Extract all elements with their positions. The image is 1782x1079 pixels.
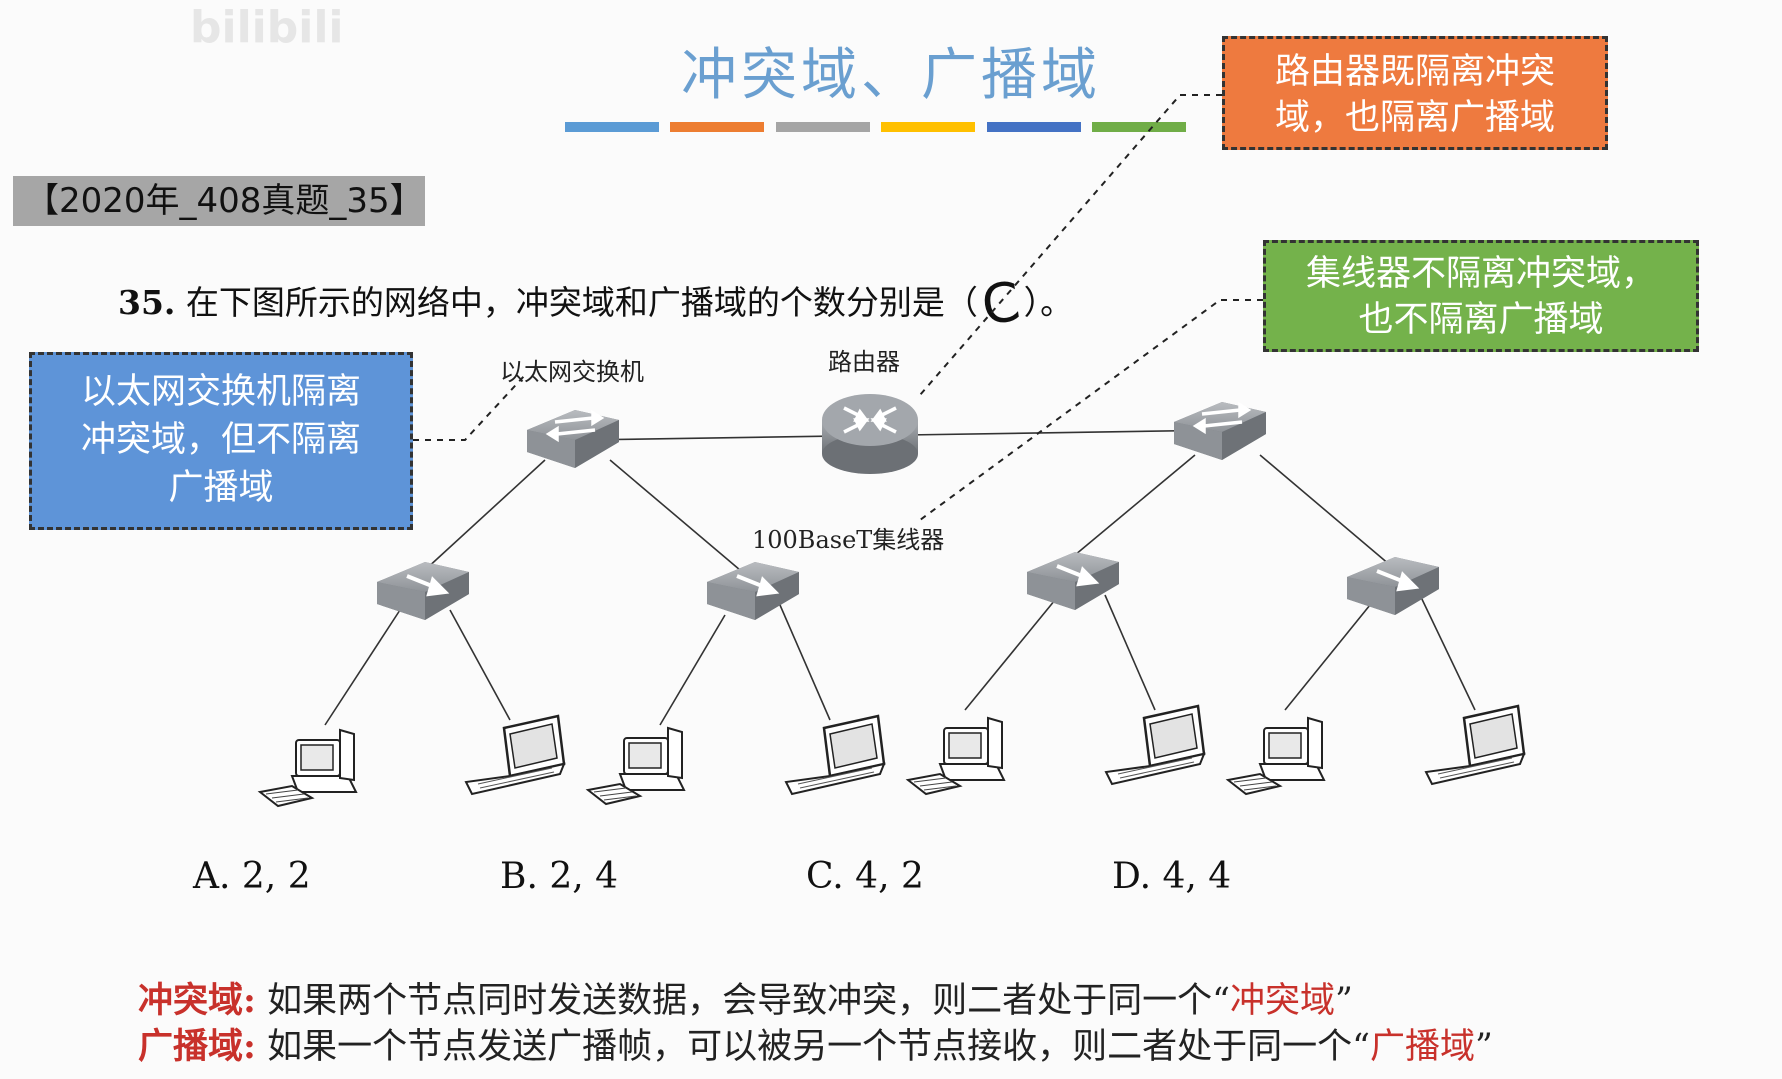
callout-switch-line-2: 冲突域，但不隔离 (80, 420, 361, 460)
callout-hub-line-1: 集线器不隔离冲突域， (1305, 254, 1656, 294)
label-router: 路由器 (828, 348, 900, 376)
link-hub4-laptop4 (1419, 594, 1476, 711)
router-icon (822, 394, 918, 474)
link-switch1-hub2 (609, 459, 741, 571)
question-text: 35. 在下图所示的网络中，冲突域和广播域的个数分别是（C）。 (118, 270, 1074, 338)
exam-tag: 【2020年_408真题_35】 (13, 176, 425, 226)
hub-1-icon (377, 562, 469, 620)
question-end: ）。 (1023, 283, 1074, 322)
pointer-hub (919, 299, 1263, 521)
link-hub2-pc2 (659, 614, 726, 726)
pointer-switch (413, 374, 526, 441)
definition-broadcast: 广播域: 如果一个节点发送广播帧，可以被另一个节点接收，则二者处于同一个“广播域… (138, 1018, 1493, 1069)
definition-collision-quote: 冲突域 (1229, 981, 1335, 1021)
stripe-bar-5 (987, 122, 1081, 132)
hub-3-icon (1027, 552, 1119, 610)
pc-3-icon (907, 717, 1005, 795)
laptop-1-icon (464, 714, 566, 796)
pc-2-icon (587, 727, 685, 805)
stripe-bar-6 (1092, 122, 1186, 132)
hub-2-icon (707, 562, 799, 620)
definition-broadcast-end: ” (1474, 1027, 1493, 1067)
callout-switch-line-3: 广播域 (168, 468, 274, 508)
title-stripe-bars (565, 122, 1186, 132)
option-b: B. 2, 4 (500, 856, 618, 897)
link-switch2-hub3 (1074, 454, 1196, 556)
stripe-bar-2 (670, 122, 764, 132)
callout-pointers (413, 94, 1263, 521)
callout-hub-line-2: 也不隔离广播域 (1358, 300, 1604, 340)
option-d-letter: D. (1112, 856, 1152, 897)
definition-collision-end: ” (1334, 981, 1353, 1021)
option-a-value: 2, 2 (241, 856, 311, 897)
stripe-bar-1 (565, 122, 659, 132)
watermark: bilibili (190, 2, 344, 53)
question-body: 在下图所示的网络中，冲突域和广播域的个数分别是（ (185, 283, 978, 322)
definition-collision-text: 如果两个节点同时发送数据，会导致冲突，则二者处于同一个“ (267, 981, 1230, 1021)
callout-switch: 以太网交换机隔离 冲突域，但不隔离 广播域 (29, 352, 413, 530)
laptop-2-icon (784, 714, 886, 796)
stripe-bar-3 (776, 122, 870, 132)
definition-collision-term: 冲突域: (138, 980, 256, 1021)
link-hub4-pc4 (1284, 604, 1371, 711)
callout-router-line-1: 路由器既隔离冲突 (1274, 52, 1555, 92)
link-hub1-laptop1 (449, 609, 511, 721)
question-number: 35. (118, 283, 176, 322)
pc-4-icon (1227, 717, 1325, 795)
label-switch: 以太网交换机 (500, 358, 644, 386)
option-d: D. 4, 4 (1112, 856, 1231, 897)
network-links (324, 429, 1476, 726)
pointer-router (919, 94, 1222, 396)
option-c: C. 4, 2 (806, 856, 924, 897)
pc-1-icon (259, 729, 357, 807)
page-title: 冲突域、广播域 (681, 43, 1101, 108)
option-b-letter: B. (500, 856, 538, 897)
option-c-value: 4, 2 (855, 856, 924, 897)
switch-left-icon (527, 409, 619, 468)
callout-hub: 集线器不隔离冲突域， 也不隔离广播域 (1263, 240, 1699, 352)
option-b-value: 2, 4 (549, 856, 619, 897)
option-c-letter: C. (806, 856, 844, 897)
stripe-bar-4 (881, 122, 975, 132)
callout-router-line-2: 域，也隔离广播域 (1274, 98, 1555, 138)
hub-4-icon (1347, 557, 1439, 615)
definition-broadcast-term: 广播域: (138, 1026, 256, 1067)
definition-broadcast-text: 如果一个节点发送广播帧，可以被另一个节点接收，则二者处于同一个“ (267, 1027, 1370, 1067)
link-switch1-hub1 (424, 459, 546, 571)
callout-router: 路由器既隔离冲突 域，也隔离广播域 (1222, 36, 1608, 150)
definition-broadcast-quote: 广播域 (1369, 1027, 1475, 1067)
switch-right-icon (1174, 401, 1266, 460)
laptop-3-icon (1104, 704, 1206, 786)
option-d-value: 4, 4 (1162, 856, 1232, 897)
link-hub3-pc3 (964, 599, 1056, 711)
laptop-4-icon (1424, 704, 1526, 786)
link-switch2-hub4 (1259, 454, 1391, 566)
link-hub1-pc1 (324, 609, 401, 726)
link-hub3-laptop3 (1104, 594, 1156, 711)
label-hub: 100BaseT集线器 (752, 526, 945, 554)
option-a-letter: A. (193, 856, 231, 897)
callout-switch-line-1: 以太网交换机隔离 (80, 372, 361, 412)
link-hub2-laptop2 (779, 604, 831, 721)
definition-collision: 冲突域: 如果两个节点同时发送数据，会导致冲突，则二者处于同一个“冲突域” (138, 972, 1353, 1023)
option-a: A. 2, 2 (193, 856, 311, 897)
